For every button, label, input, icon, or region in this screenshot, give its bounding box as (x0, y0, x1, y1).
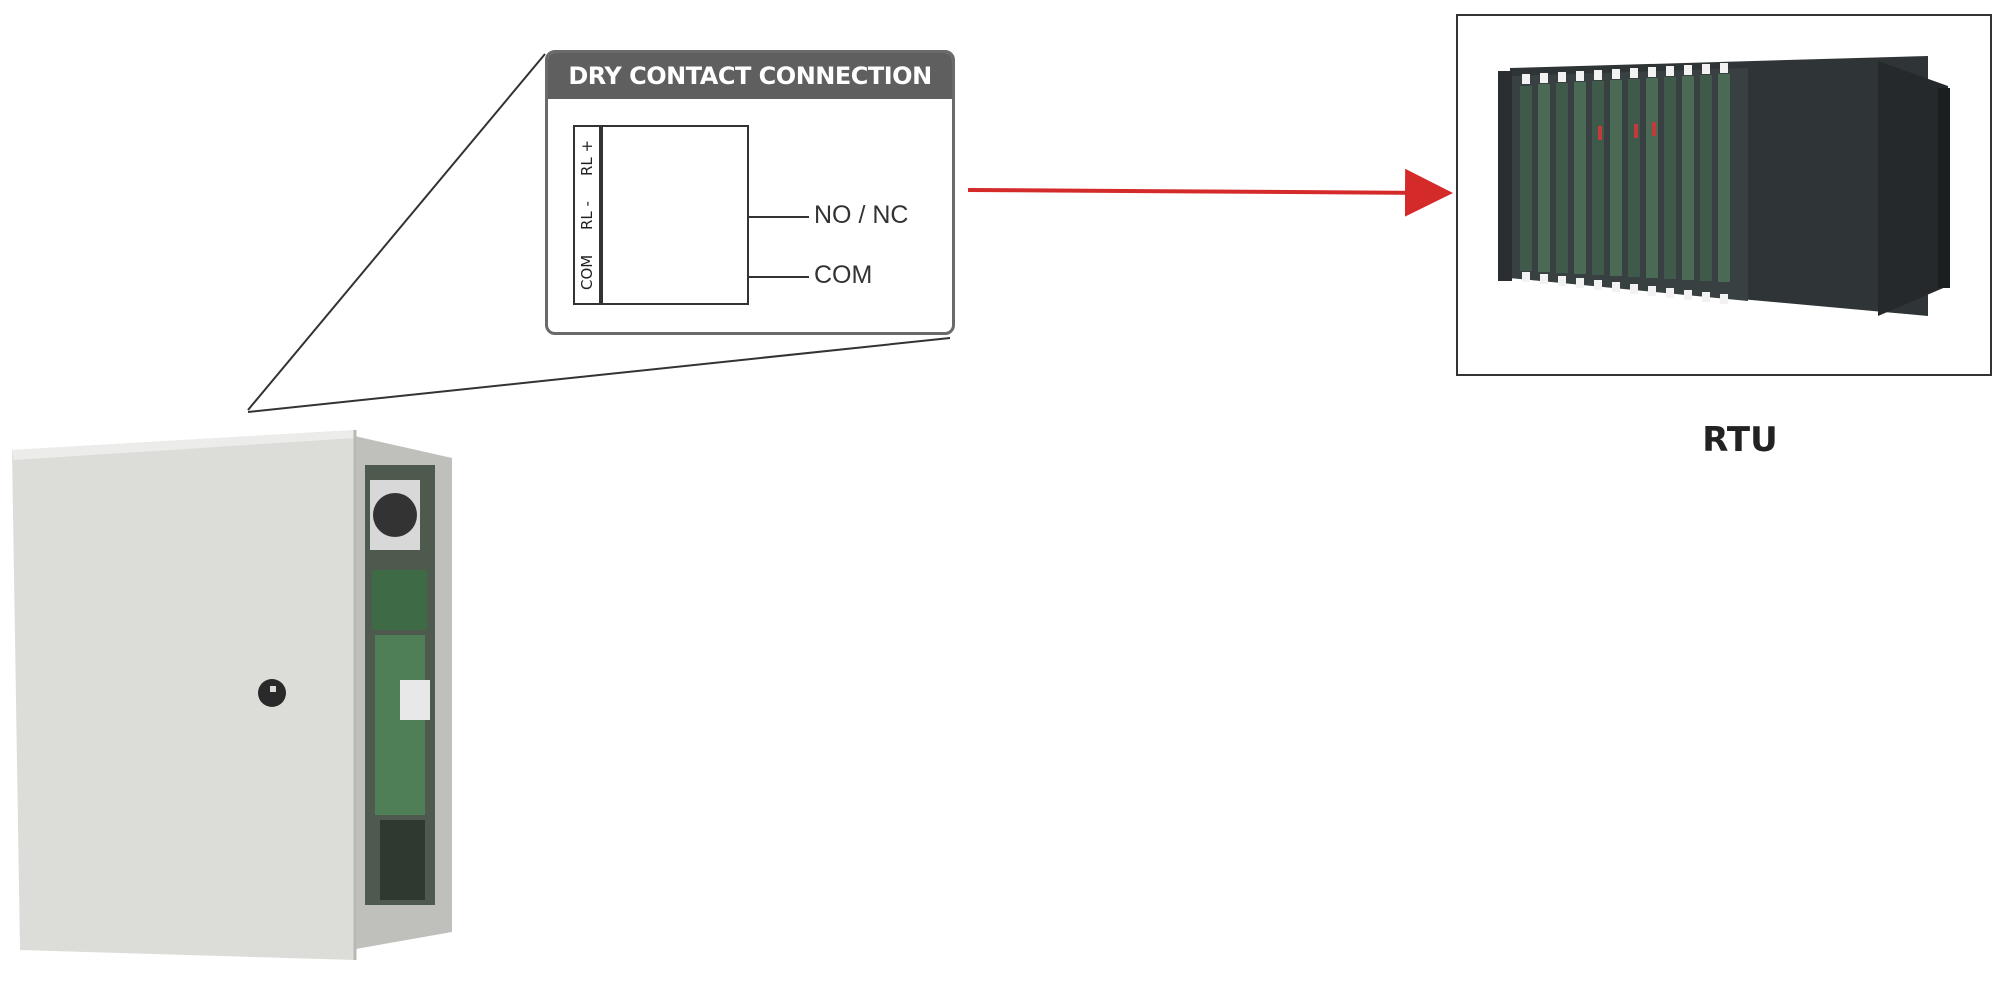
no-nc-lead (749, 216, 809, 218)
rtu-image-frame (1456, 14, 1992, 376)
diagram-lines-layer (247, 53, 1453, 413)
terminal-label-rl-plus: RL + (578, 139, 596, 176)
relay-box (601, 125, 749, 305)
terminal-block: COM RL - RL + (573, 125, 601, 305)
callout-pointer-top (247, 53, 546, 411)
output-label-no-nc: NO / NC (814, 201, 909, 229)
rtu-rack-image (1498, 56, 1950, 316)
enclosure-image (12, 430, 452, 960)
callout-pointer-bottom (247, 337, 951, 413)
dry-contact-callout: DRY CONTACT CONNECTION COM RL - RL + NO … (545, 50, 955, 335)
callout-header: DRY CONTACT CONNECTION (548, 53, 952, 99)
terminal-labels: COM RL - RL + (575, 127, 599, 303)
diagram-canvas: DRY CONTACT CONNECTION COM RL - RL + NO … (12, 14, 1992, 960)
output-label-com: COM (814, 261, 873, 289)
terminal-label-com: COM (578, 255, 596, 291)
connection-arrow (967, 168, 1453, 217)
terminal-label-rl-minus: RL - (578, 200, 596, 230)
com-lead (749, 276, 809, 278)
rtu-label: RTU (1702, 420, 1778, 460)
